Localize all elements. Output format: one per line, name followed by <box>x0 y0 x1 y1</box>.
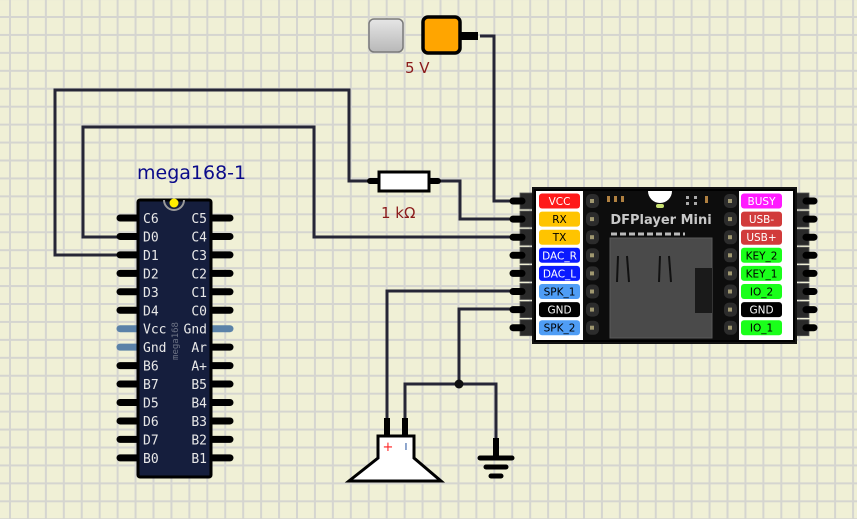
dfplayer-pin-tag-spkminus2: SPK_2 <box>539 320 580 336</box>
power-source-body[interactable] <box>421 15 462 55</box>
dfplayer-pin-tag-usbminus: USB- <box>741 211 782 227</box>
wire-5v-to-vcc[interactable] <box>480 34 513 203</box>
dfplayer-pin-tag-usbplus: USB+ <box>741 229 782 245</box>
speaker[interactable]: + I <box>344 418 446 483</box>
mcu-pin-label: C0 <box>191 304 207 319</box>
dfplayer-pin-tag-vcc: VCC <box>539 193 580 209</box>
mcu-pin-label: C1 <box>191 286 207 301</box>
svg-text:DAC_L: DAC_L <box>543 268 576 280</box>
mcu-pin-label: B5 <box>191 378 207 393</box>
mcu-pins <box>116 214 234 462</box>
mcu-pin-label: C6 <box>143 212 159 227</box>
dfplayer-pin-tag-spkminus1: SPK_1 <box>539 284 580 299</box>
mcu-pin-label: D6 <box>143 415 159 430</box>
mcu-pin-label: D2 <box>143 267 159 282</box>
mcu-part-label: mega168 <box>171 322 181 360</box>
wire-junction-to-ground[interactable] <box>459 382 498 440</box>
svg-text:USB+: USB+ <box>746 232 776 244</box>
dfplayer-header-pads <box>586 194 737 335</box>
speaker-minus-label: I <box>405 442 408 453</box>
wire-d1-to-resistor[interactable] <box>53 88 370 257</box>
mcu-pin-label: B0 <box>143 452 159 467</box>
ground-symbol[interactable] <box>477 438 515 479</box>
svg-text:BUSY: BUSY <box>748 196 777 208</box>
mcu-pin-label: D7 <box>143 433 159 448</box>
power-toggle-button[interactable] <box>368 18 404 53</box>
mcu-pin1-indicator <box>169 198 179 208</box>
mcu-mega168[interactable]: mega168-1 mega168 C6D0D1D2D3D4VccGndB6B7… <box>116 162 246 479</box>
wire-junction-to-speaker-minus[interactable] <box>403 382 459 420</box>
status-led <box>656 204 664 208</box>
svg-text:SPK_2: SPK_2 <box>544 323 576 335</box>
power-source-5v[interactable]: 5 V <box>368 15 478 77</box>
svg-text:GND: GND <box>547 305 571 317</box>
status-led-dome <box>648 191 672 203</box>
wire-gnd-to-junction[interactable] <box>457 307 513 384</box>
svg-text:DAC_R: DAC_R <box>542 250 577 262</box>
resistor-body[interactable] <box>377 170 431 193</box>
dfplayer-title: DFPlayer Mini <box>610 213 711 228</box>
mcu-pin-label: B3 <box>191 415 207 430</box>
power-source-terminal <box>460 32 478 40</box>
resistor-label: 1 kΩ <box>381 204 415 222</box>
dfplayer-pin-tag-iominus2: IO_2 <box>741 284 782 299</box>
mcu-pin-label: B6 <box>143 360 159 375</box>
dfplayer-pin-tag-gnd: GND <box>539 302 580 318</box>
mcu-pin-label: Gnd <box>184 323 207 338</box>
dfplayer-pins <box>509 192 818 337</box>
dfplayer-pin-tag-gnd: GND <box>741 302 782 318</box>
mcu-pin-label: Ar <box>191 341 207 356</box>
dfplayer-pin-tag-iominus1: IO_1 <box>741 320 782 336</box>
mcu-pin-label: C4 <box>191 230 207 245</box>
mcu-pin-label: C5 <box>191 212 207 227</box>
resistor[interactable]: 1 kΩ <box>367 170 441 222</box>
mcu-notch <box>163 199 185 211</box>
wires <box>53 34 513 440</box>
power-source-label: 5 V <box>405 59 430 77</box>
mcu-pin-label: D0 <box>143 230 159 245</box>
wire-d0-to-tx[interactable] <box>81 125 513 239</box>
dfplayer-pin-tag-rx: RX <box>539 211 580 227</box>
mcu-pin-label: D4 <box>143 304 159 319</box>
smd-components <box>607 196 708 205</box>
dfplayer-pin-tag-dacminusl: DAC_L <box>539 265 580 281</box>
mcu-pin-label: B2 <box>191 433 207 448</box>
svg-text:GND: GND <box>749 305 773 317</box>
mcu-pin-label: D3 <box>143 286 159 301</box>
sd-slot-latch <box>695 268 712 313</box>
svg-text:IO_2: IO_2 <box>750 287 773 299</box>
mcu-pin-label: B1 <box>191 452 207 467</box>
svg-text:SPK_1: SPK_1 <box>544 287 576 299</box>
wire-resistor-to-rx[interactable] <box>438 179 513 221</box>
speaker-plus-label: + <box>383 440 394 455</box>
svg-text:USB-: USB- <box>749 214 775 226</box>
mcu-pin-labels: C6D0D1D2D3D4VccGndB6B7D5D6D7B0C5C4C3C2C1… <box>143 212 207 467</box>
dfplayer-pin-tag-dacminusr: DAC_R <box>539 247 580 263</box>
svg-text:KEY_1: KEY_1 <box>746 268 778 280</box>
speaker-body[interactable] <box>344 434 446 483</box>
mcu-pin-label: B4 <box>191 397 207 412</box>
mcu-pin-label: D5 <box>143 397 159 412</box>
mcu-pin-label: C2 <box>191 267 207 282</box>
dfplayer-pin-tag-keyminus1: KEY_1 <box>741 265 782 281</box>
mcu-name-label: mega168-1 <box>137 162 246 184</box>
svg-text:VCC: VCC <box>549 196 571 208</box>
svg-text:TX: TX <box>552 232 567 244</box>
mcu-pin-label: C3 <box>191 249 207 264</box>
wire-junction-dot <box>454 379 464 389</box>
svg-text:IO_1: IO_1 <box>750 323 773 335</box>
mcu-pin-label: B7 <box>143 378 159 393</box>
mcu-pin-label: D1 <box>143 249 159 264</box>
svg-text:RX: RX <box>552 214 567 226</box>
dfplayer-pin-tag-tx: TX <box>539 229 580 245</box>
dfplayer-pin-tag-keyminus2: KEY_2 <box>741 247 782 263</box>
svg-text:KEY_2: KEY_2 <box>746 250 778 262</box>
mcu-pin-label: Vcc <box>143 323 166 338</box>
mcu-pin-label: A+ <box>191 360 207 375</box>
mcu-pin-label: Gnd <box>143 341 166 356</box>
wire-spk1-to-speaker-plus[interactable] <box>385 289 513 420</box>
dfplayer-pin-tag-busy: BUSY <box>741 193 782 209</box>
